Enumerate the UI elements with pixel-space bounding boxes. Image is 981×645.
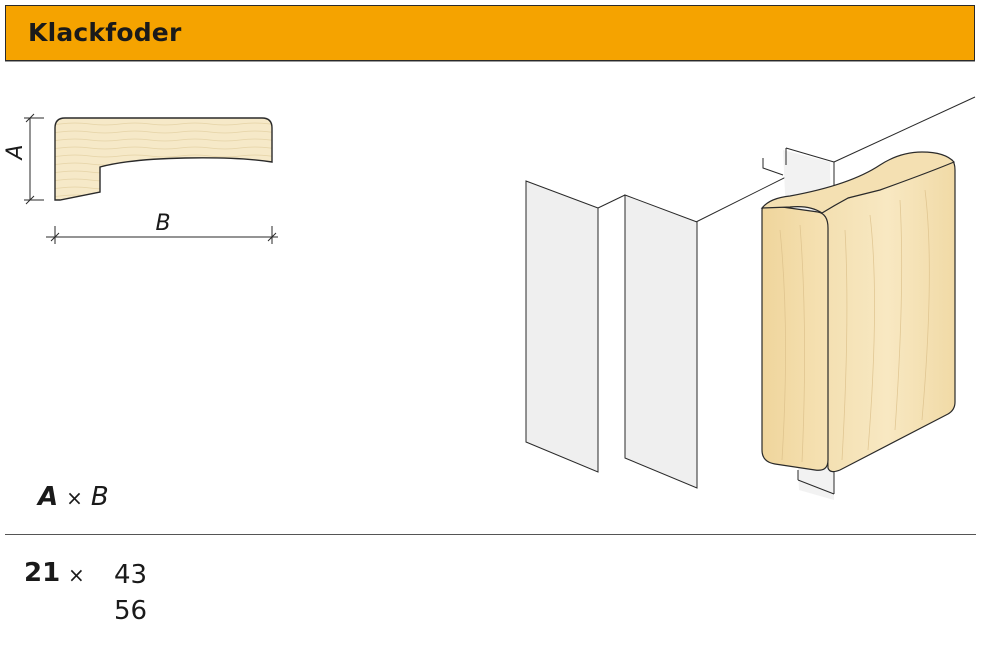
header-rule <box>5 61 975 62</box>
profile-drawing: A B <box>3 113 278 244</box>
wood-block-top <box>760 151 956 214</box>
profile-shape <box>54 117 273 201</box>
size-times: × <box>68 563 85 587</box>
wall-panel-2 <box>624 194 698 489</box>
size-b-value: 56 <box>114 596 148 626</box>
wood-block-side <box>761 204 829 471</box>
size-b-list: 43 56 <box>114 557 147 629</box>
formula-b: B <box>90 482 109 512</box>
wall-panel-1 <box>525 180 599 473</box>
page-title: Klackfoder <box>28 18 182 47</box>
header-bar: Klackfoder <box>5 5 975 61</box>
wood-block-front <box>819 159 956 473</box>
dim-b-label: B <box>155 211 170 236</box>
formula-times: × <box>66 486 83 510</box>
section-divider <box>5 534 976 535</box>
installation-illustration <box>525 96 976 500</box>
size-b-value: 43 <box>114 560 148 590</box>
dimension-formula: A × B <box>38 482 109 512</box>
size-a-value: 21 <box>24 558 61 588</box>
dim-a-label: A <box>3 144 28 161</box>
formula-a: A <box>38 482 59 512</box>
